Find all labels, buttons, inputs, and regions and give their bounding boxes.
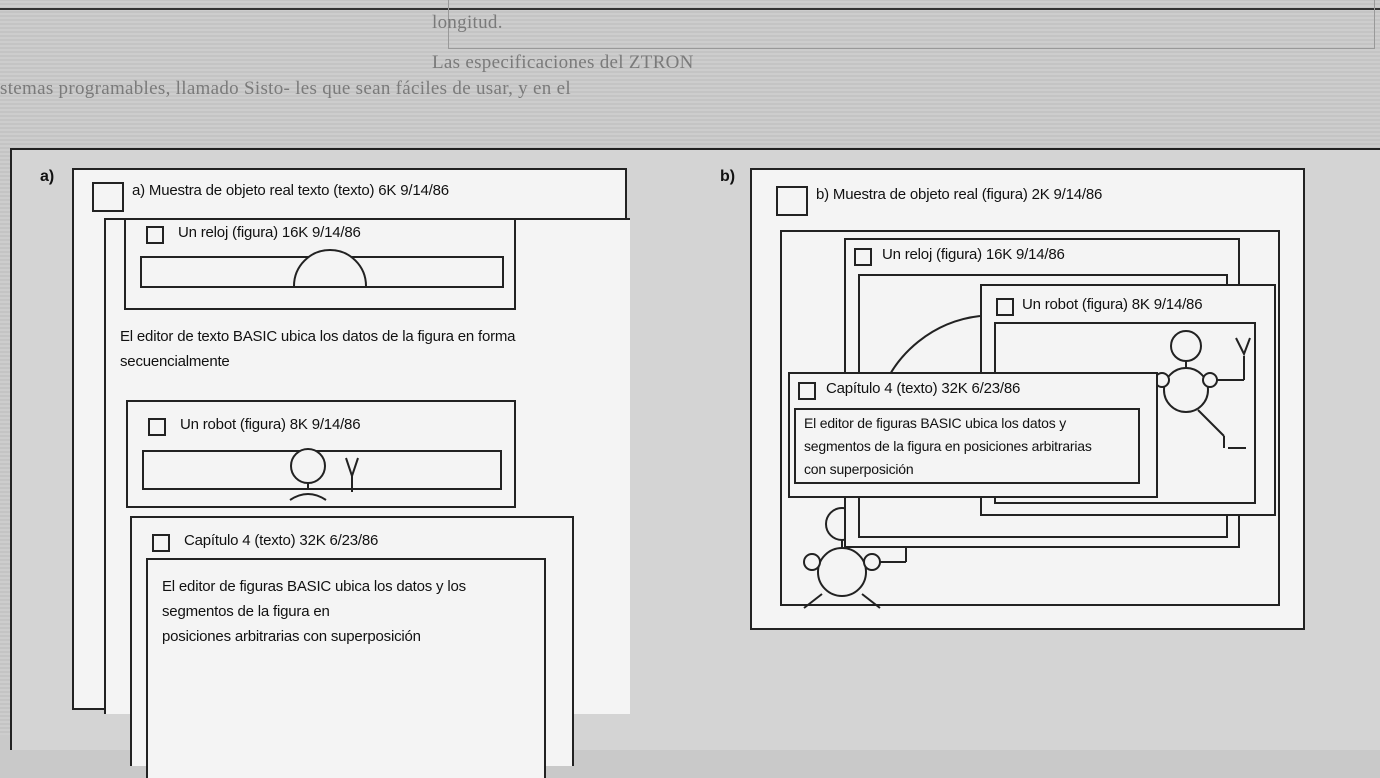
panel-b-chapter-body: El editor de figuras BASIC ubica los dat… [794,408,1140,484]
window-checkbox[interactable] [776,186,808,216]
bg-text-line: stemas programables, llamado Sisto- les … [0,78,571,99]
panel-a-clock-title: Un reloj (figura) 16K 9/14/86 [178,224,361,241]
panel-a-chapter-window: Capítulo 4 (texto) 32K 6/23/86 El editor… [130,516,574,778]
panel-b-chapter-title: Capítulo 4 (texto) 32K 6/23/86 [826,380,1021,397]
background-box [448,0,1375,49]
panel-a-chapter-line2: segmentos de la figura en [162,603,330,620]
panel-b-robot-title: Un robot (figura) 8K 9/14/86 [1022,296,1203,313]
panel-a-description-line1: El editor de texto BASIC ubica los datos… [120,328,516,345]
window-checkbox[interactable] [798,382,816,400]
panel-b-drawing-area: Un reloj (figura) 16K 9/14/86 Un robot (… [780,230,1280,609]
panel-a-robot-title: Un robot (figura) 8K 9/14/86 [180,416,361,433]
top-rule [0,8,1380,10]
robot-icon [289,448,359,501]
panel-a-letter: a) [40,168,55,185]
robot-icon [1100,330,1251,449]
panel-a-clock-window: Un reloj (figura) 16K 9/14/86 [124,220,516,310]
panel-a-chapter-line3: posiciones arbitrarias con superposición [162,628,421,645]
panel-b-chapter-line3: con superposición [804,461,914,477]
window-checkbox[interactable] [854,248,872,266]
panel-b-chapter-line2: segmentos de la figura en posiciones arb… [804,438,1092,454]
panel-a-chapter-body: El editor de figuras BASIC ubica los dat… [146,558,546,778]
panel-a-description-line2: secuencialmente [120,353,230,370]
panel-a-main-title: a) Muestra de objeto real texto (texto) … [132,182,449,199]
panel-a-chapter-line1: El editor de figuras BASIC ubica los dat… [162,578,466,595]
window-checkbox[interactable] [148,418,166,436]
panel-b-chapter-line1: El editor de figuras BASIC ubica los dat… [804,415,1067,431]
panel-b-main-title: b) Muestra de objeto real (figura) 2K 9/… [816,186,1103,203]
panel-a-robot-window: Un robot (figura) 8K 9/14/86 [126,400,516,508]
clock-icon [293,249,367,287]
bg-text-line: longitud. [432,12,503,33]
panel-b-main-window: b) Muestra de objeto real (figura) 2K 9/… [750,168,1305,630]
panel-a-main-window: a) Muestra de objeto real texto (texto) … [72,168,630,778]
window-checkbox[interactable] [996,298,1014,316]
figure-panel: a) a) Muestra de objeto real texto (text… [10,148,1380,778]
window-checkbox[interactable] [92,182,124,212]
panel-a-chapter-title: Capítulo 4 (texto) 32K 6/23/86 [184,532,379,549]
window-checkbox[interactable] [146,226,164,244]
panel-b-letter: b) [720,168,736,185]
panel-a-inner-frame: Un reloj (figura) 16K 9/14/86 El editor … [104,218,630,778]
panel-b-chapter-window: Capítulo 4 (texto) 32K 6/23/86 El editor… [788,372,1158,498]
panel-b-clock-title: Un reloj (figura) 16K 9/14/86 [882,246,1065,263]
bg-text-line: Las especificaciones del ZTRON [432,52,694,73]
window-checkbox[interactable] [152,534,170,552]
